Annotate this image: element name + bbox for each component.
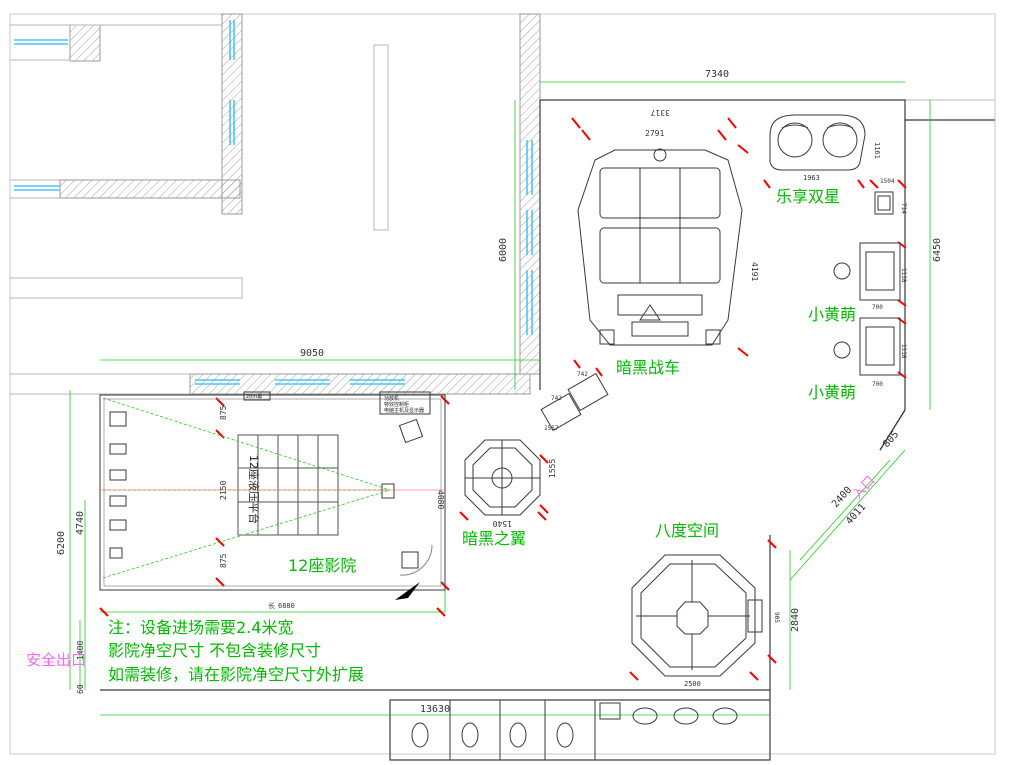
badu-kongjian-machine — [631, 554, 763, 677]
lexiang-shuangxing-machine — [769, 114, 866, 171]
note-line-3: 如需装修，请在影院净空尺寸外扩展 — [108, 665, 364, 684]
dim-6880-prefix: 长 — [268, 601, 275, 610]
label-exit: 安全出口 — [26, 651, 86, 669]
dim-1400: 1400 — [76, 641, 85, 660]
label-xiaohuangmeng-2: 小黄萌 — [808, 383, 856, 402]
dim-1963: 1963 — [803, 174, 820, 182]
zone-labels: 乐享双星 小黄萌 小黄萌 暗黑战车 暗黑之翼 八度空间 12座影院 — [288, 187, 856, 575]
dim-4740: 4740 — [75, 511, 86, 535]
dim-60: 60 — [76, 684, 85, 694]
small-chairs — [540, 372, 609, 432]
cinema-platform-seats — [237, 434, 339, 536]
dim-700a: 700 — [872, 304, 883, 311]
dim-1118b: 1118 — [900, 344, 907, 359]
dim-13630: 13630 — [420, 704, 450, 715]
dim-9050: 9050 — [300, 348, 324, 359]
entry-arrow — [395, 582, 420, 600]
equipment-line-1: 功放机 — [384, 395, 399, 402]
notes-block: 注：设备进场需要2.4米宽 影院净空尺寸 不包含装修尺寸 如需装修，请在影院净空… — [108, 618, 364, 684]
label-screen-tag: 20m幕 — [246, 393, 262, 400]
dim-805: 805 — [881, 429, 901, 450]
dimension-markers — [99, 117, 907, 681]
dim-1557: 1557 — [544, 425, 559, 432]
equipment-line-2: 特效控制柜 — [384, 401, 409, 408]
dim-2400: 2400 — [830, 485, 854, 510]
restroom-fixtures — [411, 700, 738, 760]
dim-1540: 1540 — [493, 519, 512, 528]
dim-2840: 2840 — [790, 608, 801, 632]
dim-2150: 2150 — [219, 481, 228, 500]
dim-6450: 6450 — [932, 238, 943, 262]
dim-4080: 4080 — [436, 490, 445, 509]
dim-742a: 742 — [551, 395, 562, 402]
anhei-zhanche-machine — [577, 148, 743, 346]
dim-4011: 4011 — [844, 502, 868, 527]
dim-6880: 6880 — [278, 602, 295, 610]
dim-1161: 1161 — [873, 142, 881, 159]
dim-1555: 1555 — [548, 459, 557, 478]
anhei-zhiyi-machine — [464, 439, 541, 516]
label-xiaohuangmeng-1: 小黄萌 — [808, 305, 856, 324]
windows — [14, 20, 533, 385]
dim-700b: 700 — [872, 381, 883, 388]
note-line-1: 注：设备进场需要2.4米宽 — [108, 618, 293, 637]
xiaohuangmeng-machines — [833, 191, 901, 376]
dim-6000: 6000 — [498, 238, 509, 262]
dim-4191: 4191 — [750, 262, 759, 281]
label-anhei-zhanche: 暗黑战车 — [616, 358, 680, 377]
note-line-2: 影院净空尺寸 不包含装修尺寸 — [108, 641, 321, 660]
dim-2791: 2791 — [645, 129, 664, 138]
label-badu-kongjian: 八度空间 — [655, 521, 719, 540]
dim-742b: 742 — [577, 371, 588, 378]
dim-905: 905 — [773, 612, 780, 623]
dim-714: 714 — [900, 203, 907, 214]
venue-outline — [100, 99, 995, 761]
dim-1118a: 1118 — [900, 268, 907, 283]
dim-2500: 2500 — [684, 680, 701, 688]
dim-875a: 875 — [219, 405, 228, 420]
dim-1504: 1504 — [880, 178, 895, 185]
dim-7340: 7340 — [705, 69, 729, 80]
label-cinema: 12座影院 — [288, 556, 356, 575]
projection-cone — [102, 397, 391, 579]
dim-6200: 6200 — [56, 531, 67, 555]
dim-875b: 875 — [219, 553, 228, 568]
dim-3317: 3317 — [651, 108, 670, 117]
cinema-room — [99, 391, 446, 591]
equipment-line-3: 电脑主机及显示器 — [384, 407, 424, 414]
label-anhei-zhiyi: 暗黑之翼 — [462, 529, 526, 548]
label-lexiang-shuangxing: 乐享双星 — [776, 187, 840, 206]
label-cinema-platform: 12座液压平台 — [247, 455, 261, 524]
label-equipment: 功放机特效控制柜电脑主机及显示器 — [384, 395, 424, 414]
